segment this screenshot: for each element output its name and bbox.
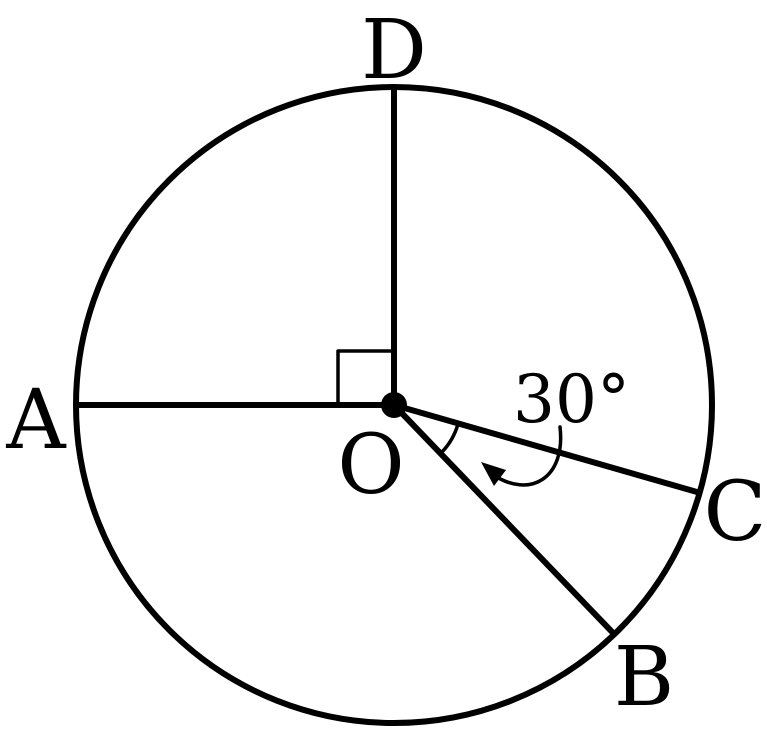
right-angle-marker [336, 349, 394, 407]
angle-label-30: 30° [513, 361, 630, 438]
arrowhead-icon [481, 462, 506, 486]
label-C: C [704, 465, 767, 560]
center-point-O [381, 392, 407, 418]
angle-arc-BOC [440, 422, 460, 454]
label-B: B [614, 630, 674, 725]
label-D: D [361, 3, 427, 98]
radius-OC [393, 402, 698, 495]
angle-pointer-arrow [490, 425, 563, 487]
radius-OB [391, 402, 618, 638]
label-A: A [5, 373, 67, 468]
label-O: O [337, 418, 404, 513]
